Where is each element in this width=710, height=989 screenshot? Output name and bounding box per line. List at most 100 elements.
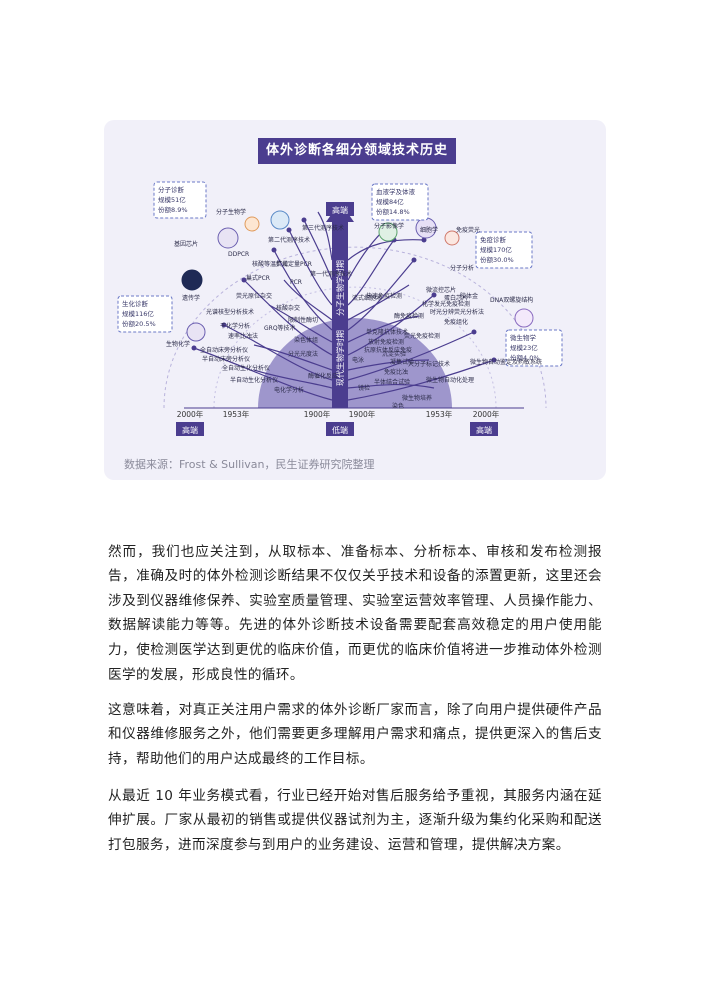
year-label: 1900年 — [304, 409, 331, 419]
left-branch-label: 第三代测序技术 — [302, 224, 344, 232]
axis-top-box — [326, 202, 354, 216]
right-branch-label: 快速免疫检测 — [366, 292, 402, 300]
left-branch-label: 第二代测序技术 — [268, 236, 310, 244]
right-branch-label: 分子影像学 — [374, 222, 404, 230]
year-label: 1900年 — [349, 409, 376, 419]
inner-arc — [213, 286, 497, 409]
base-semicircle — [258, 318, 452, 408]
axis-bottom-left-box — [176, 422, 204, 436]
right-branch-label: 流式细胞术 — [352, 294, 382, 302]
paragraph-1: 然而，我们也应关注到，从取标本、准备标本、分析标本、审核和发布检测报告，准确及时… — [108, 543, 602, 683]
right-branch-label: 微流控芯片 — [426, 286, 456, 294]
paragraph-3: 从最近 10 年业务模式看，行业已经开始对售后服务给予重视，其服务内涵在延伸扩展… — [108, 787, 602, 853]
year-label: 2000年 — [177, 409, 204, 419]
paragraph-2: 这意味着，对真正关注用户需求的体外诊断厂家而言，除了向用户提供硬件产品和仪器维修… — [108, 701, 602, 767]
technology-tree-diagram: 高端 高端 低端 高端 分子生物学时期 现代生物学时期 2000年 1953年 19… — [117, 181, 563, 436]
right-branches — [347, 229, 495, 401]
year-label: 1953年 — [426, 409, 453, 419]
year-label: 1953年 — [223, 409, 250, 419]
callout-size: 规模51亿 — [158, 195, 186, 204]
right-branch-label: 单克隆抗体技术 — [366, 328, 408, 336]
right-branch-label: 荧光免疫检测 — [404, 332, 440, 340]
right-branch-label: 微生物培养 — [402, 394, 432, 402]
callout-name: 分子诊断 — [158, 185, 185, 194]
trunk-label-2: 现代生物学时期 — [335, 330, 345, 386]
left-branch-label: 半自动生化分析仪 — [230, 376, 278, 384]
callout-share: 份额20.5% — [122, 319, 156, 328]
right-branch-label: 蛋白芯片 — [444, 294, 468, 302]
left-branch-label: 限制性酶切 — [288, 316, 318, 324]
left-branch-label: 全自动床旁分析仪 — [200, 346, 248, 354]
axis-top-label: 高端 — [332, 205, 348, 215]
left-branch-label: 荧光原位杂交 — [236, 292, 272, 300]
right-branch-label: 胶体金 — [460, 292, 478, 300]
callout-name: 生化诊断 — [122, 299, 149, 308]
right-branch-label: 免疫组化 — [444, 318, 468, 326]
year-label: 2000年 — [473, 409, 500, 419]
right-branch-label: 细胞学 — [420, 226, 438, 234]
right-branch-label: 时光分辨荧光分析法 — [430, 308, 484, 316]
year-labels: 2000年 1953年 1900年 1900年 1953年 2000年 — [177, 409, 500, 419]
axis-bottom-center-box — [326, 422, 354, 436]
left-branch-label: PCR — [290, 279, 302, 286]
callout-size: 规模23亿 — [510, 343, 538, 352]
left-branch-label: 染色体组 — [294, 336, 318, 344]
left-branch-label: GRQ等技术 — [264, 324, 296, 332]
figure-card — [104, 120, 606, 480]
left-branch-label: 分子生物学 — [216, 208, 246, 216]
right-branch-label: 染色 — [392, 402, 404, 410]
molecule-illustration — [181, 210, 534, 342]
left-branch-label: 光谱核型分析技术 — [206, 308, 254, 316]
right-branch-label: 凝集试验 — [390, 358, 414, 366]
left-branch-label: 核酸杂交 — [276, 304, 300, 312]
callout-name: 血液学及体液 — [376, 187, 416, 196]
right-branch-label: 分子分析 — [450, 264, 474, 272]
left-branches — [193, 211, 333, 401]
callout-share: 份额14.8% — [376, 207, 410, 216]
figure-source: 数据来源：Frost & Sullivan，民生证券研究院整理 — [124, 458, 375, 471]
left-branch-label: 荧光定量PCR — [276, 260, 312, 268]
right-branch-label: 镜检 — [358, 384, 370, 392]
callout-name: 微生物学 — [510, 333, 537, 342]
right-branch-label: 化学发光免疫检测 — [422, 300, 470, 308]
callout-share: 份额8.9% — [158, 205, 188, 214]
left-branch-label: 分光光度法 — [288, 350, 318, 358]
axis-bottom-right-label: 高端 — [476, 425, 492, 435]
branch-nodes — [191, 217, 497, 363]
callout-share: 份额4.0% — [510, 353, 540, 362]
trunk-label-1: 分子生物学时期 — [335, 260, 345, 316]
left-branch-label: 速率比浊法 — [228, 332, 258, 340]
callout-size: 规模84亿 — [376, 197, 404, 206]
left-branch-label: DDPCR — [228, 251, 249, 258]
left-branch-label: 基因芯片 — [174, 240, 198, 248]
callout-size: 规模116亿 — [122, 309, 154, 318]
right-branch-label: 大分子标记技术 — [408, 360, 450, 368]
callout-boxes — [117, 181, 563, 367]
axis-bottom-center-label: 低端 — [332, 425, 348, 435]
axis-bottom-right-box — [470, 422, 498, 436]
left-branch-label: 核酸等温扩增 — [252, 260, 288, 268]
right-branch-label: 免疫荧光 — [456, 226, 480, 234]
right-branch-label: 半体结合试验 — [374, 378, 410, 386]
left-branch-label: 生物化学 — [166, 340, 190, 348]
right-branch-label: 抗原抗体反应免疫 — [364, 346, 412, 354]
right-branch-label: 电泳 — [352, 356, 364, 364]
right-branch-label: 酶免疫检测 — [394, 312, 424, 320]
right-branch-label: 沉淀实验 — [382, 350, 406, 358]
right-branch-label: 微生物自动鉴定及药敏系统 — [470, 358, 542, 366]
left-branch-label: 酶催化反应 — [308, 372, 338, 380]
left-branch-label: 第一代测序技术 — [310, 270, 352, 278]
callout-share: 份额30.0% — [480, 255, 514, 264]
right-branch-label: 免疫比浊 — [384, 368, 408, 376]
left-branch-label: 全自动生化分析仪 — [222, 364, 270, 372]
left-branch-label: 巢式PCR — [246, 274, 270, 282]
callout-name: 免疫诊断 — [480, 235, 507, 244]
axis-bottom-left-label: 高端 — [182, 425, 198, 435]
figure-title: 体外诊断各细分领域技术历史 — [258, 138, 456, 164]
trunk — [332, 220, 348, 408]
left-branch-label: 半自动床旁分析仪 — [202, 355, 250, 363]
left-branch-label: 干化学分析 — [220, 322, 250, 330]
